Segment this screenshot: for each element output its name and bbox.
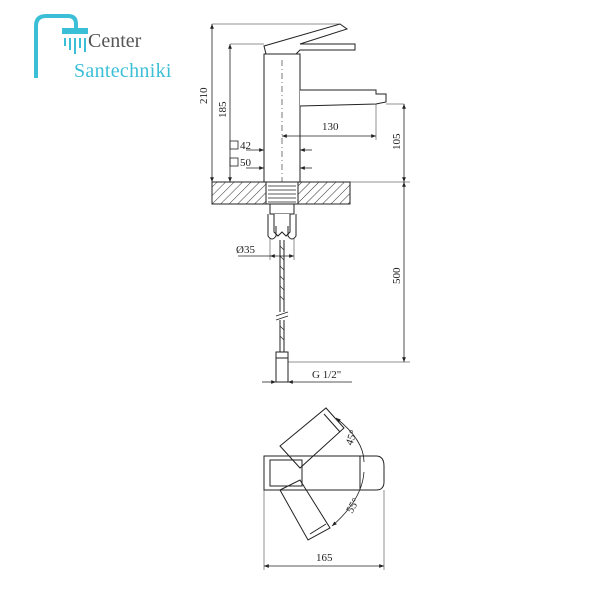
flex-hose — [275, 240, 289, 383]
dim-angle-back: 45° — [344, 428, 361, 447]
dim-angle-front: 55° — [344, 496, 362, 515]
handle-position-back — [279, 407, 345, 469]
dim-thread: G 1/2" — [312, 369, 341, 381]
dim-outlet-height: 105 — [391, 133, 403, 150]
dim-shank-diameter: Ø35 — [236, 244, 255, 256]
spout — [299, 89, 387, 107]
brand-name-line1: Center — [88, 30, 142, 52]
dim-body-square: 42 — [240, 140, 251, 152]
shower-icon — [34, 14, 88, 78]
dim-hose-length: 500 — [391, 267, 403, 284]
dim-overall-height: 210 — [198, 87, 210, 104]
dim-base-square: 50 — [240, 157, 252, 169]
dim-spout-height: 185 — [217, 101, 229, 118]
hose-end-fitting — [275, 351, 289, 383]
side-view — [210, 23, 410, 384]
top-view — [263, 407, 385, 570]
dim-top-width: 165 — [316, 552, 333, 564]
shank-fitting — [273, 214, 291, 237]
top-spout — [263, 455, 385, 491]
handle-lever — [263, 23, 356, 55]
brand-logo: Center Santechniki — [28, 10, 178, 90]
brand-name-line2: Santechniki — [74, 60, 172, 82]
mounting-nut — [269, 203, 295, 215]
dim-spout-reach: 130 — [322, 121, 339, 133]
top-body — [269, 459, 303, 487]
handle-position-front — [279, 479, 331, 541]
